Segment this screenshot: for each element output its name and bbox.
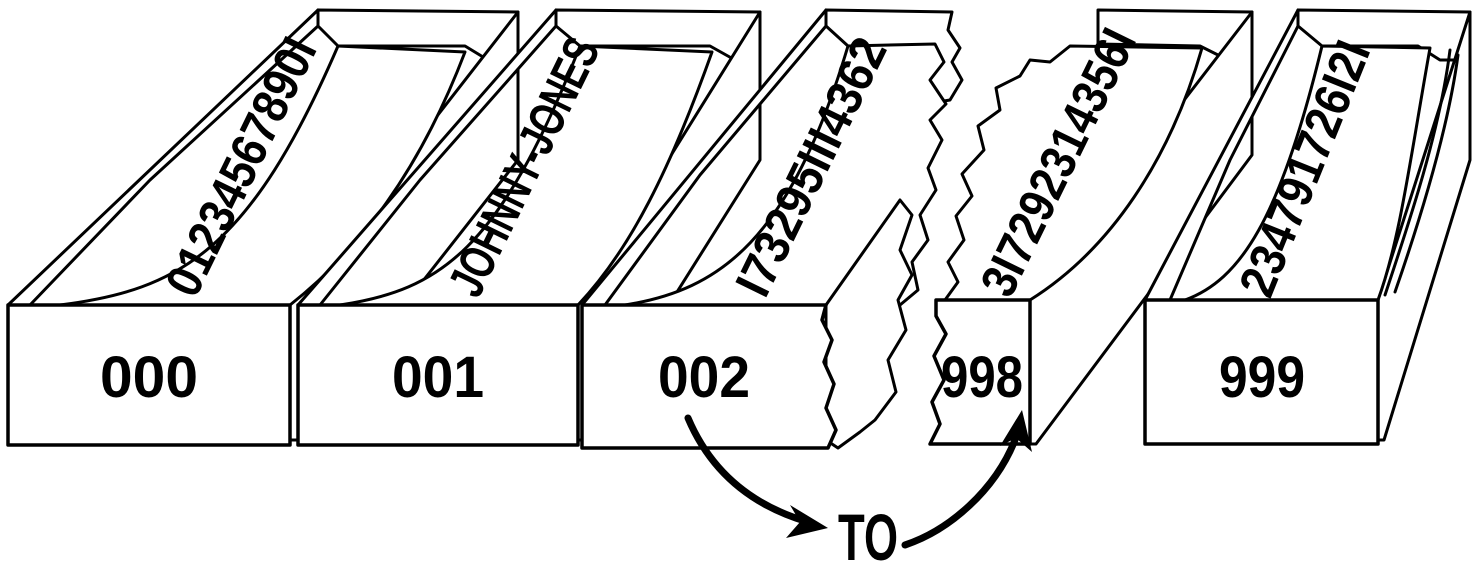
arrow-head-right-icon <box>786 505 828 538</box>
box-torn-edge <box>824 198 914 450</box>
record-front-face <box>928 298 1032 446</box>
arrow-head-up-icon <box>1000 410 1032 452</box>
record-card-strip <box>943 44 1204 302</box>
record-card-strip <box>338 44 714 307</box>
record-card-strip <box>623 42 948 307</box>
connector-label: TO <box>838 500 898 571</box>
record-number-label: 002 <box>658 345 750 410</box>
record-front-face <box>6 303 292 447</box>
record-box-002: I73295III43​62 002 <box>580 8 964 450</box>
record-number-label: 999 <box>1219 345 1305 410</box>
record-number-label: 998 <box>941 345 1023 410</box>
card-stack-edge <box>1383 48 1452 297</box>
arrow-to-998 <box>901 436 1019 549</box>
record-front-face <box>1143 298 1380 446</box>
record-card-strip <box>1183 44 1432 302</box>
record-front-face <box>580 303 838 450</box>
record-front-face <box>296 303 580 447</box>
range-connector: TO <box>684 410 1032 571</box>
record-number-label: 001 <box>392 345 484 410</box>
arrow-from-002 <box>684 414 812 526</box>
record-number-label: 000 <box>100 345 198 410</box>
card-stack-edge <box>1393 53 1460 294</box>
